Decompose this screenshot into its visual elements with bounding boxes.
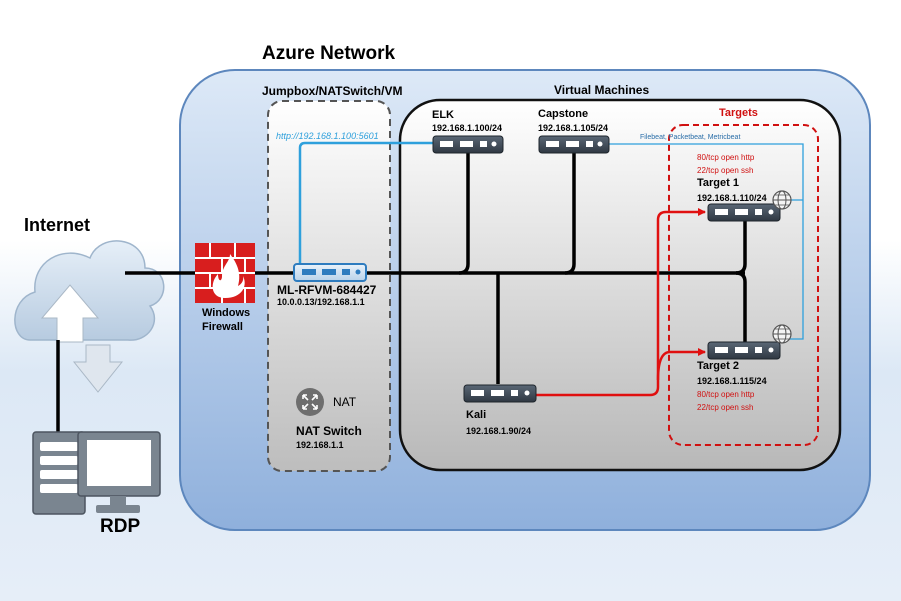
rdp-computer-icon (32, 431, 161, 515)
kibana-url: http://192.168.1.100:5601 (276, 131, 379, 141)
jumpbox-area (267, 100, 391, 472)
firewall-icon (195, 243, 255, 303)
lan-links (56, 152, 747, 448)
target2-ip: 192.168.1.115/24 (697, 376, 767, 386)
azure-network-title: Azure Network (262, 43, 396, 64)
attack-links (535, 208, 706, 397)
target1-port-ssh: 22/tcp open ssh (697, 166, 754, 175)
capstone-server-icon (538, 135, 610, 154)
gateway-ip: 10.0.0.13/192.168.1.1 (277, 297, 365, 307)
target1-server-icon (707, 203, 781, 222)
internet-label: Internet (24, 215, 91, 235)
nat-switch-ip: 192.168.1.1 (296, 440, 344, 450)
targets-title: Targets (719, 107, 758, 119)
capstone-ip: 192.168.1.105/24 (538, 123, 609, 133)
kibana-link (298, 141, 436, 264)
jumpbox-title: Jumpbox/NATSwitch/VM (262, 84, 403, 98)
capstone-name: Capstone (538, 108, 589, 120)
kali-ip: 192.168.1.90/24 (466, 426, 532, 436)
firewall-label-line1: Windows (202, 307, 251, 319)
target2-port-ssh: 22/tcp open ssh (697, 403, 754, 412)
rdp-label: RDP (100, 516, 141, 537)
elk-name: ELK (432, 109, 454, 121)
firewall-label-line2: Firewall (202, 321, 243, 333)
elk-server-icon (432, 135, 504, 154)
virtual-machines-title: Virtual Machines (554, 83, 650, 97)
target1-globe-icon (772, 190, 792, 210)
internet-cloud-icon (14, 240, 165, 393)
gateway-name: ML-RFVM-684427 (277, 283, 377, 297)
target1-name: Target 1 (697, 177, 739, 189)
kali-server-icon (463, 384, 537, 403)
target2-name: Target 2 (697, 360, 739, 372)
target2-port-http: 80/tcp open http (697, 390, 755, 399)
elk-ip: 192.168.1.100/24 (432, 123, 503, 133)
beats-label: Filebeat, Packetbeat, Metricbeat (640, 134, 741, 141)
target2-server-icon (707, 341, 781, 360)
gateway-vm-icon (293, 263, 367, 282)
targets-area (668, 124, 819, 446)
kali-name: Kali (466, 409, 487, 421)
nat-switch-icon (296, 388, 324, 416)
nat-switch-name: NAT Switch (296, 424, 362, 438)
target2-globe-icon (772, 324, 792, 344)
nat-badge: NAT (333, 395, 357, 409)
virtual-machines-area (398, 98, 842, 472)
target1-port-http: 80/tcp open http (697, 153, 755, 162)
target1-ip: 192.168.1.110/24 (697, 193, 767, 203)
